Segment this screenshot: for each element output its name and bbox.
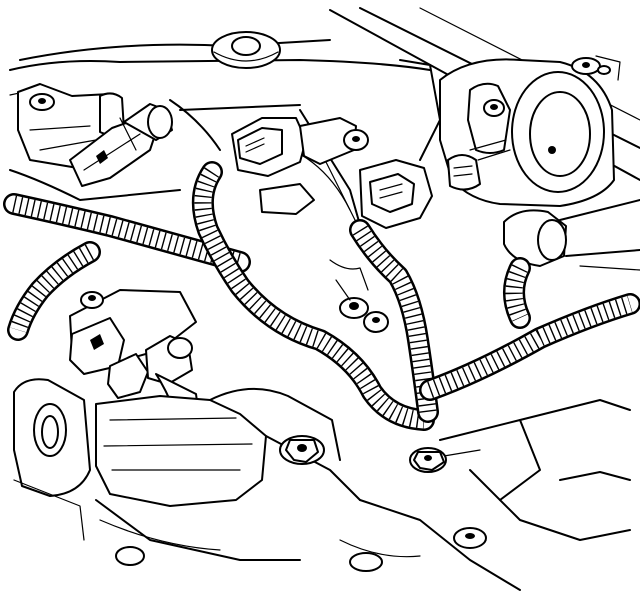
bolt-center (279, 435, 325, 465)
mounting-bracket (13, 378, 91, 541)
wiring-harness-loom (3, 161, 640, 431)
top-bolt-boss (211, 31, 281, 69)
sensor-connector (359, 154, 481, 229)
map-sensor (69, 103, 173, 187)
throttle-body (439, 55, 621, 207)
engine-cover (95, 387, 631, 591)
harness-clip (329, 259, 389, 333)
mounting-bolts (279, 435, 447, 473)
electrical-connector (231, 117, 369, 215)
right-side-sensor (503, 199, 640, 271)
bolt-right (409, 447, 447, 473)
